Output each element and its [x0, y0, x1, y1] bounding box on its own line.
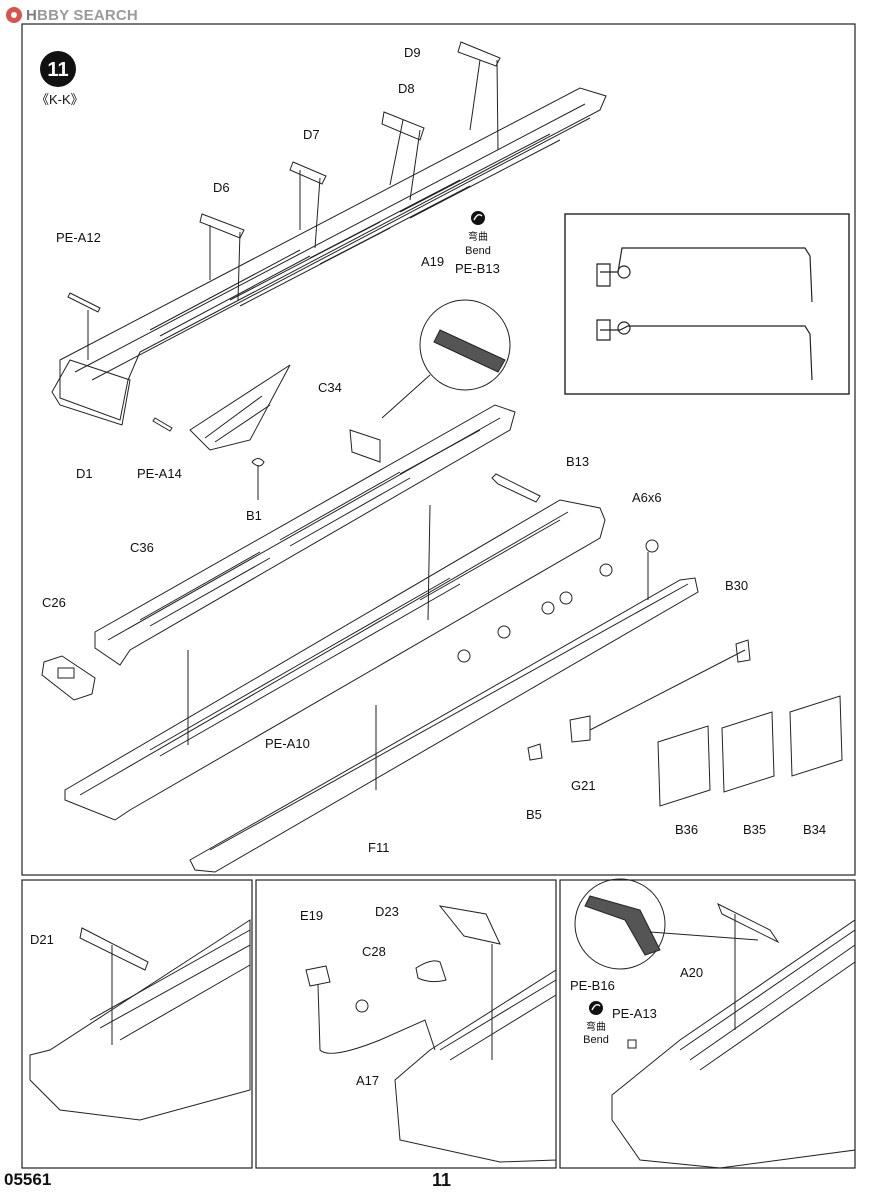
label-d8: D8 [398, 81, 415, 96]
label-d21: D21 [30, 932, 54, 947]
part-pe-b16 [584, 895, 661, 956]
part-b36 [657, 725, 711, 807]
part-b1 [251, 458, 265, 467]
bend-label-english: Bend [465, 245, 491, 257]
part-c28 [415, 960, 447, 983]
label-c26: C26 [42, 595, 66, 610]
part-g21 [569, 715, 591, 743]
label-f11: F11 [368, 840, 389, 855]
part-a6-pegs [457, 539, 659, 663]
subpanel-right-drawing [574, 878, 856, 1169]
subpanel-mid-frame [255, 879, 557, 1169]
bend-label-english-sub: Bend [583, 1034, 609, 1046]
step-number: 11 [47, 59, 68, 81]
label-c36: C36 [130, 540, 154, 555]
part-b30 [735, 639, 751, 663]
part-a20-bar [717, 902, 780, 944]
label-c28: C28 [362, 944, 386, 959]
part-c26 [41, 655, 96, 701]
label-pe-a10: PE-A10 [265, 736, 310, 751]
label-pe-a12: PE-A12 [56, 230, 101, 245]
page-number: 11 [432, 1170, 452, 1190]
label-b35: B35 [743, 822, 766, 837]
part-c36 [94, 404, 516, 666]
label-b1: B1 [246, 508, 262, 523]
part-b35 [721, 711, 775, 793]
part-pe-a12 [67, 292, 101, 313]
label-d9: D9 [404, 45, 421, 60]
part-pe-a14 [152, 417, 173, 432]
upper-deck-panel [59, 87, 607, 421]
label-b30: B30 [725, 578, 748, 593]
label-a6x6: A6x6 [632, 490, 662, 505]
part-d23 [438, 905, 501, 945]
step-variant: 《K-K》 [36, 92, 84, 107]
part-b13 [491, 473, 541, 503]
bend-label-chinese-sub: 弯曲 [586, 1020, 606, 1033]
part-pe-b13-bracket [349, 429, 381, 463]
detail-circle-a20 [574, 878, 666, 970]
part-f11 [189, 577, 699, 873]
part-pe-a13 [627, 1039, 637, 1049]
label-d23: D23 [375, 904, 399, 919]
bend-arrow-icon-sub [591, 1003, 601, 1011]
bend-arrow-icon [473, 213, 483, 221]
inset-detail-frame [564, 213, 850, 395]
label-d6: D6 [213, 180, 230, 195]
part-d9 [457, 41, 501, 67]
subpanel-mid-drawing [305, 905, 557, 1163]
subpanel-left-drawing [29, 919, 251, 1121]
label-b5: B5 [526, 807, 542, 822]
part-b30-rail [589, 649, 746, 731]
detail-circle-a19 [419, 299, 511, 391]
part-a17 [355, 999, 369, 1013]
product-code: 05561 [4, 1170, 52, 1189]
part-d1 [51, 359, 131, 426]
bend-icon [471, 211, 485, 225]
label-pe-b13: PE-B13 [455, 261, 500, 276]
inset-rod-top [600, 247, 813, 303]
label-b34: B34 [803, 822, 826, 837]
main-assembly-drawing [41, 41, 843, 873]
part-d21 [79, 927, 149, 971]
label-b13: B13 [566, 454, 589, 469]
bend-label-chinese: 弯曲 [468, 230, 488, 243]
part-c34 [189, 364, 291, 451]
part-c26-window [57, 667, 75, 679]
part-b5 [527, 743, 543, 761]
part-d8 [381, 111, 425, 141]
label-g21: G21 [571, 778, 596, 793]
label-e19: E19 [300, 908, 323, 923]
main-panel-frame [21, 23, 856, 876]
part-b34 [789, 695, 843, 777]
lower-deck-panel [64, 499, 606, 821]
part-d7 [289, 161, 327, 185]
inset-clamp-bottom [596, 319, 611, 341]
hobbysearch-logo-icon [6, 7, 22, 23]
inset-rod-bottom [600, 325, 813, 381]
watermark: HBBY SEARCH [6, 4, 138, 26]
label-pe-a13: PE-A13 [612, 1006, 657, 1021]
inset-clamp-top [596, 263, 611, 287]
inset-detail-drawing [596, 247, 813, 381]
label-a19: A19 [421, 254, 444, 269]
part-d6 [199, 213, 245, 239]
label-c34: C34 [318, 380, 342, 395]
watermark-text: HBBY SEARCH [26, 6, 138, 24]
label-a17: A17 [356, 1073, 379, 1088]
label-d1: D1 [76, 466, 93, 481]
part-e19 [305, 965, 331, 987]
bend-icon-sub [589, 1001, 603, 1015]
label-d7: D7 [303, 127, 320, 142]
label-b36: B36 [675, 822, 698, 837]
subpanel-left-frame [21, 879, 253, 1169]
label-pe-b16: PE-B16 [570, 978, 615, 993]
step-number-badge [40, 51, 76, 87]
part-a19 [433, 329, 506, 373]
label-pe-a14: PE-A14 [137, 466, 182, 481]
label-a20: A20 [680, 965, 703, 980]
